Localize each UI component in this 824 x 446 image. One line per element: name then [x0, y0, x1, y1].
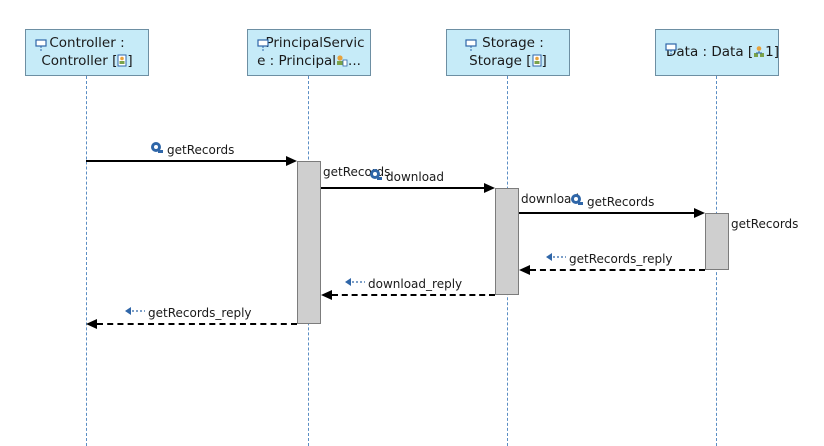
- arrow-head-icon: [286, 156, 297, 166]
- instance-icon: [337, 55, 348, 67]
- lifeline-pin-icon: [257, 39, 269, 52]
- lifeline-principal-line1: PrincipalServic: [265, 35, 365, 51]
- activation-principal[interactable]: [297, 161, 321, 324]
- arrow-head-icon: [86, 319, 97, 329]
- message-arrow-getrecords-2[interactable]: [519, 212, 694, 214]
- lifeline-data-line1-suffix: 1]: [765, 44, 779, 60]
- instance-icon: [532, 54, 542, 67]
- message-label-download-reply: download_reply: [368, 277, 463, 291]
- instance-icon: [754, 46, 765, 57]
- execution-label-storage: download: [521, 192, 580, 206]
- lifeline-controller-line1: Controller :: [49, 35, 125, 51]
- activation-data[interactable]: [705, 213, 729, 270]
- instance-icon: [117, 54, 127, 67]
- message-label-getrecords-2: getRecords: [587, 195, 655, 209]
- reply-arrow-icon: [345, 278, 365, 286]
- reply-arrow-icon: [546, 253, 566, 261]
- lifeline-storage[interactable]: Storage : Storage []: [446, 29, 570, 76]
- lifeline-principal-line2-suffix: ...: [348, 53, 361, 69]
- message-label-download: download: [386, 170, 445, 184]
- message-arrow-getrecords-reply-1[interactable]: [530, 269, 705, 271]
- message-label-getrecords-reply-1: getRecords_reply: [569, 252, 673, 266]
- reply-arrow-icon: [125, 307, 145, 315]
- lifeline-principal[interactable]: PrincipalServic e : Principal...: [247, 29, 371, 76]
- message-label-getrecords-reply-2: getRecords_reply: [148, 306, 252, 320]
- lifeline-pin-icon: [465, 39, 477, 52]
- message-label-getrecords-1: getRecords: [167, 143, 235, 157]
- lifeline-pin-icon: [665, 43, 677, 56]
- message-arrow-getrecords-reply-2[interactable]: [97, 323, 297, 325]
- arrow-head-icon: [519, 265, 530, 275]
- lifeline-data-line1: Data : Data [: [666, 44, 754, 60]
- lifeline-controller[interactable]: Controller : Controller []: [25, 29, 149, 76]
- arrow-head-icon: [321, 290, 332, 300]
- activation-storage[interactable]: [495, 188, 519, 295]
- call-gear-icon: [370, 169, 382, 180]
- lifeline-controller-line2: Controller [: [41, 53, 118, 69]
- lifeline-storage-line2: Storage [: [469, 53, 532, 69]
- lifeline-line-controller: [86, 76, 87, 446]
- message-arrow-getrecords-1[interactable]: [86, 160, 286, 162]
- lifeline-controller-line2-suffix: ]: [127, 53, 133, 69]
- lifeline-pin-icon: [35, 39, 47, 52]
- execution-label-data: getRecords: [731, 217, 799, 231]
- message-arrow-download-reply[interactable]: [332, 294, 495, 296]
- lifeline-data[interactable]: Data : Data [ 1]: [655, 29, 779, 76]
- arrow-head-icon: [484, 183, 495, 193]
- arrow-head-icon: [694, 208, 705, 218]
- message-arrow-download[interactable]: [321, 187, 484, 189]
- call-gear-icon: [571, 194, 583, 205]
- call-gear-icon: [151, 142, 163, 153]
- lifeline-storage-line1: Storage :: [482, 35, 544, 51]
- lifeline-storage-line2-suffix: ]: [541, 53, 547, 69]
- lifeline-principal-line2: e : Principal: [257, 53, 337, 69]
